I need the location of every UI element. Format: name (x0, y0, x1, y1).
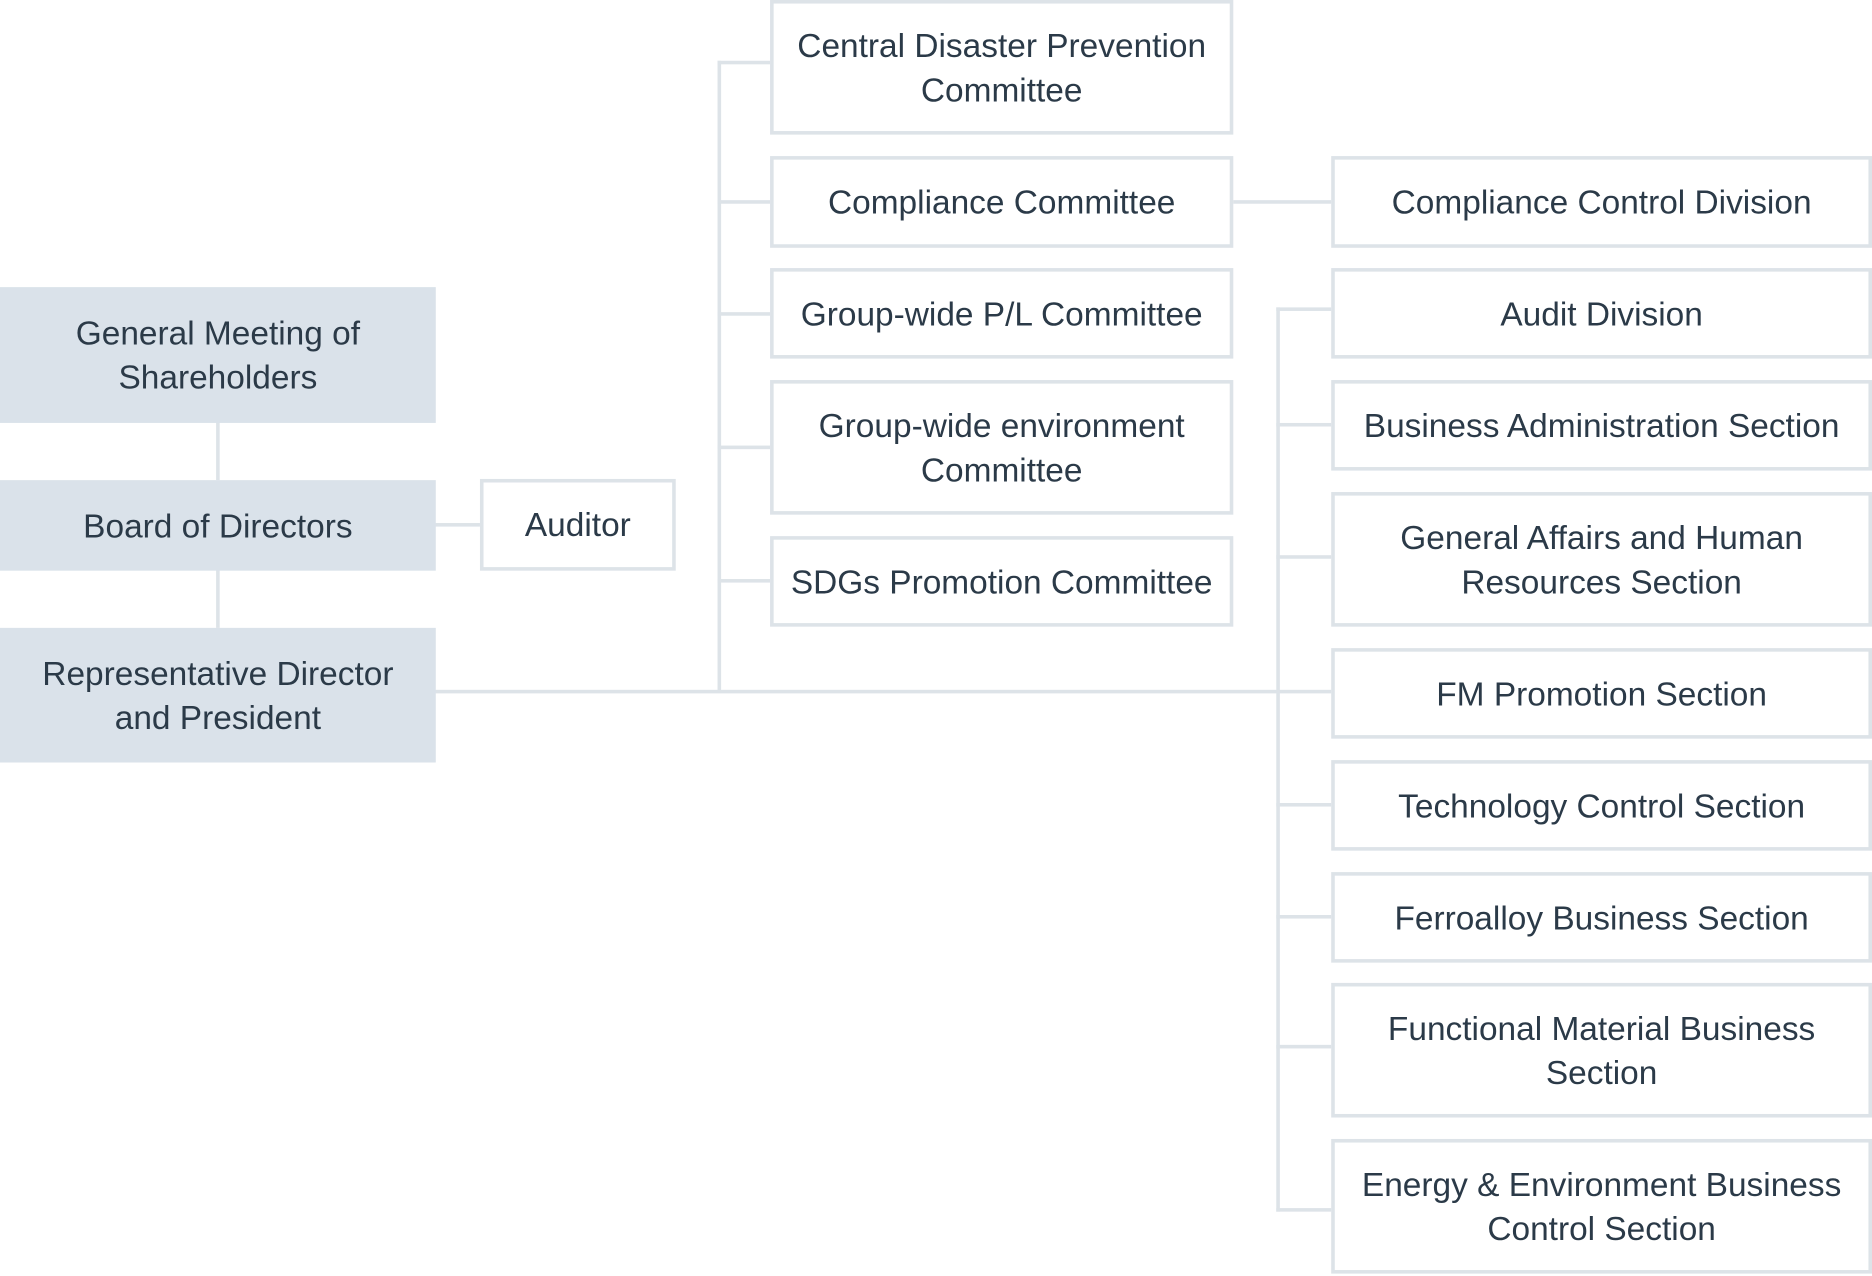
president-box: Representative Director and President (0, 627, 436, 763)
committee-branch (717, 579, 773, 583)
division-branch (1276, 914, 1334, 919)
committee-box: Compliance Committee (770, 156, 1234, 248)
division-branch (1276, 307, 1334, 311)
committee-branch (717, 60, 773, 65)
committee-branch (717, 200, 773, 204)
committee-branch (717, 445, 773, 450)
division-box: Ferroalloy Business Section (1331, 872, 1872, 963)
compliance-division-box: Compliance Control Division (1331, 156, 1872, 248)
division-branch (1276, 422, 1334, 427)
division-branch (1276, 555, 1334, 559)
division-box: Business Administration Section (1331, 380, 1872, 471)
connector-shareholders-board (216, 421, 220, 481)
committee-box: SDGs Promotion Committee (770, 536, 1234, 627)
division-branch (1276, 1044, 1334, 1049)
division-box: Functional Material Business Section (1331, 982, 1872, 1118)
committee-box: Group-wide environment Committee (770, 380, 1234, 515)
committee-branch (717, 312, 773, 316)
connector-board-auditor (434, 523, 483, 527)
shareholders-box: General Meeting of Shareholders (0, 287, 436, 423)
connector-president-trunk (434, 689, 1333, 694)
committee-bus (717, 60, 722, 693)
committee-box: Group-wide P/L Committee (770, 268, 1234, 359)
division-box: General Affairs and Human Resources Sect… (1331, 492, 1872, 627)
connector-compliance-division (1230, 200, 1334, 204)
division-box: FM Promotion Section (1331, 648, 1872, 739)
division-branch (1276, 1208, 1334, 1212)
division-bus (1276, 307, 1280, 1212)
division-box: Energy & Environment Business Control Se… (1331, 1138, 1872, 1274)
committee-box: Central Disaster Prevention Committee (770, 0, 1234, 135)
auditor-box: Auditor (479, 478, 676, 571)
division-box: Audit Division (1331, 268, 1872, 359)
board-box: Board of Directors (0, 480, 436, 571)
connector-board-president (216, 569, 220, 628)
division-branch (1276, 803, 1334, 807)
division-box: Technology Control Section (1331, 760, 1872, 851)
